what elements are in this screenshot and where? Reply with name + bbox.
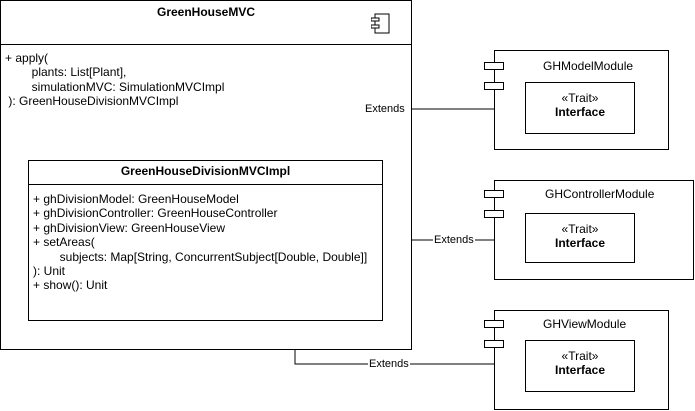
module-port-top — [484, 190, 504, 198]
trait-interface[interactable]: «Trait» Interface — [525, 340, 635, 392]
edge-label-extends-controller: Extends — [433, 234, 475, 246]
trait-interface[interactable]: «Trait» Interface — [525, 213, 635, 263]
module-ghmodelmodule[interactable]: GHModelModule «Trait» Interface — [494, 50, 669, 150]
edge-label-extends-view: Extends — [368, 358, 410, 370]
module-name: GHControllerModule — [545, 187, 655, 201]
member-line-5: subjects: Map[String, ConcurrentSubject[… — [33, 250, 368, 264]
member-line-7: + show(): Unit — [33, 278, 108, 292]
member-line-2: + ghDivisionController: GreenHouseContro… — [33, 206, 278, 220]
module-port-top — [484, 320, 504, 328]
member-line-4: + setAreas( — [33, 235, 95, 249]
trait-name: Interface — [554, 363, 606, 377]
module-ghcontrollermodule[interactable]: GHControllerModule «Trait» Interface — [494, 180, 694, 280]
trait-name: Interface — [554, 236, 606, 250]
module-port-bottom — [484, 82, 504, 90]
class-title: GreenHouseDivisionMVCImpl — [120, 164, 291, 178]
apply-method-line-4: ): GreenHouseDivisionMVCImpl — [5, 94, 179, 108]
component-divider — [1, 44, 411, 45]
apply-method-line-1: + apply( — [5, 51, 49, 65]
trait-stereotype: «Trait» — [561, 222, 599, 236]
component-title: GreenHouseMVC — [156, 5, 256, 19]
trait-name: Interface — [554, 105, 606, 119]
member-line-3: + ghDivisionView: GreenHouseView — [33, 221, 225, 235]
member-line-1: + ghDivisionModel: GreenHouseModel — [33, 192, 239, 206]
module-name: GHViewModule — [543, 317, 627, 331]
module-port-bottom — [484, 210, 504, 218]
class-greenhousedivisionmvcimpl[interactable]: GreenHouseDivisionMVCImpl + ghDivisionMo… — [28, 160, 383, 321]
class-divider — [29, 184, 382, 185]
trait-interface[interactable]: «Trait» Interface — [525, 82, 635, 134]
component-icon — [371, 13, 390, 34]
edge-label-extends-model: Extends — [364, 103, 406, 115]
member-line-6: ): Unit — [33, 264, 66, 278]
trait-stereotype: «Trait» — [561, 349, 599, 363]
apply-method-line-2: plants: List[Plant], — [5, 65, 127, 79]
module-port-top — [484, 62, 504, 70]
module-ghviewmodule[interactable]: GHViewModule «Trait» Interface — [494, 310, 669, 410]
trait-stereotype: «Trait» — [561, 91, 599, 105]
apply-method-line-3: simulationMVC: SimulationMVCImpl — [5, 80, 225, 94]
module-port-bottom — [484, 340, 504, 348]
module-name: GHModelModule — [543, 59, 634, 73]
